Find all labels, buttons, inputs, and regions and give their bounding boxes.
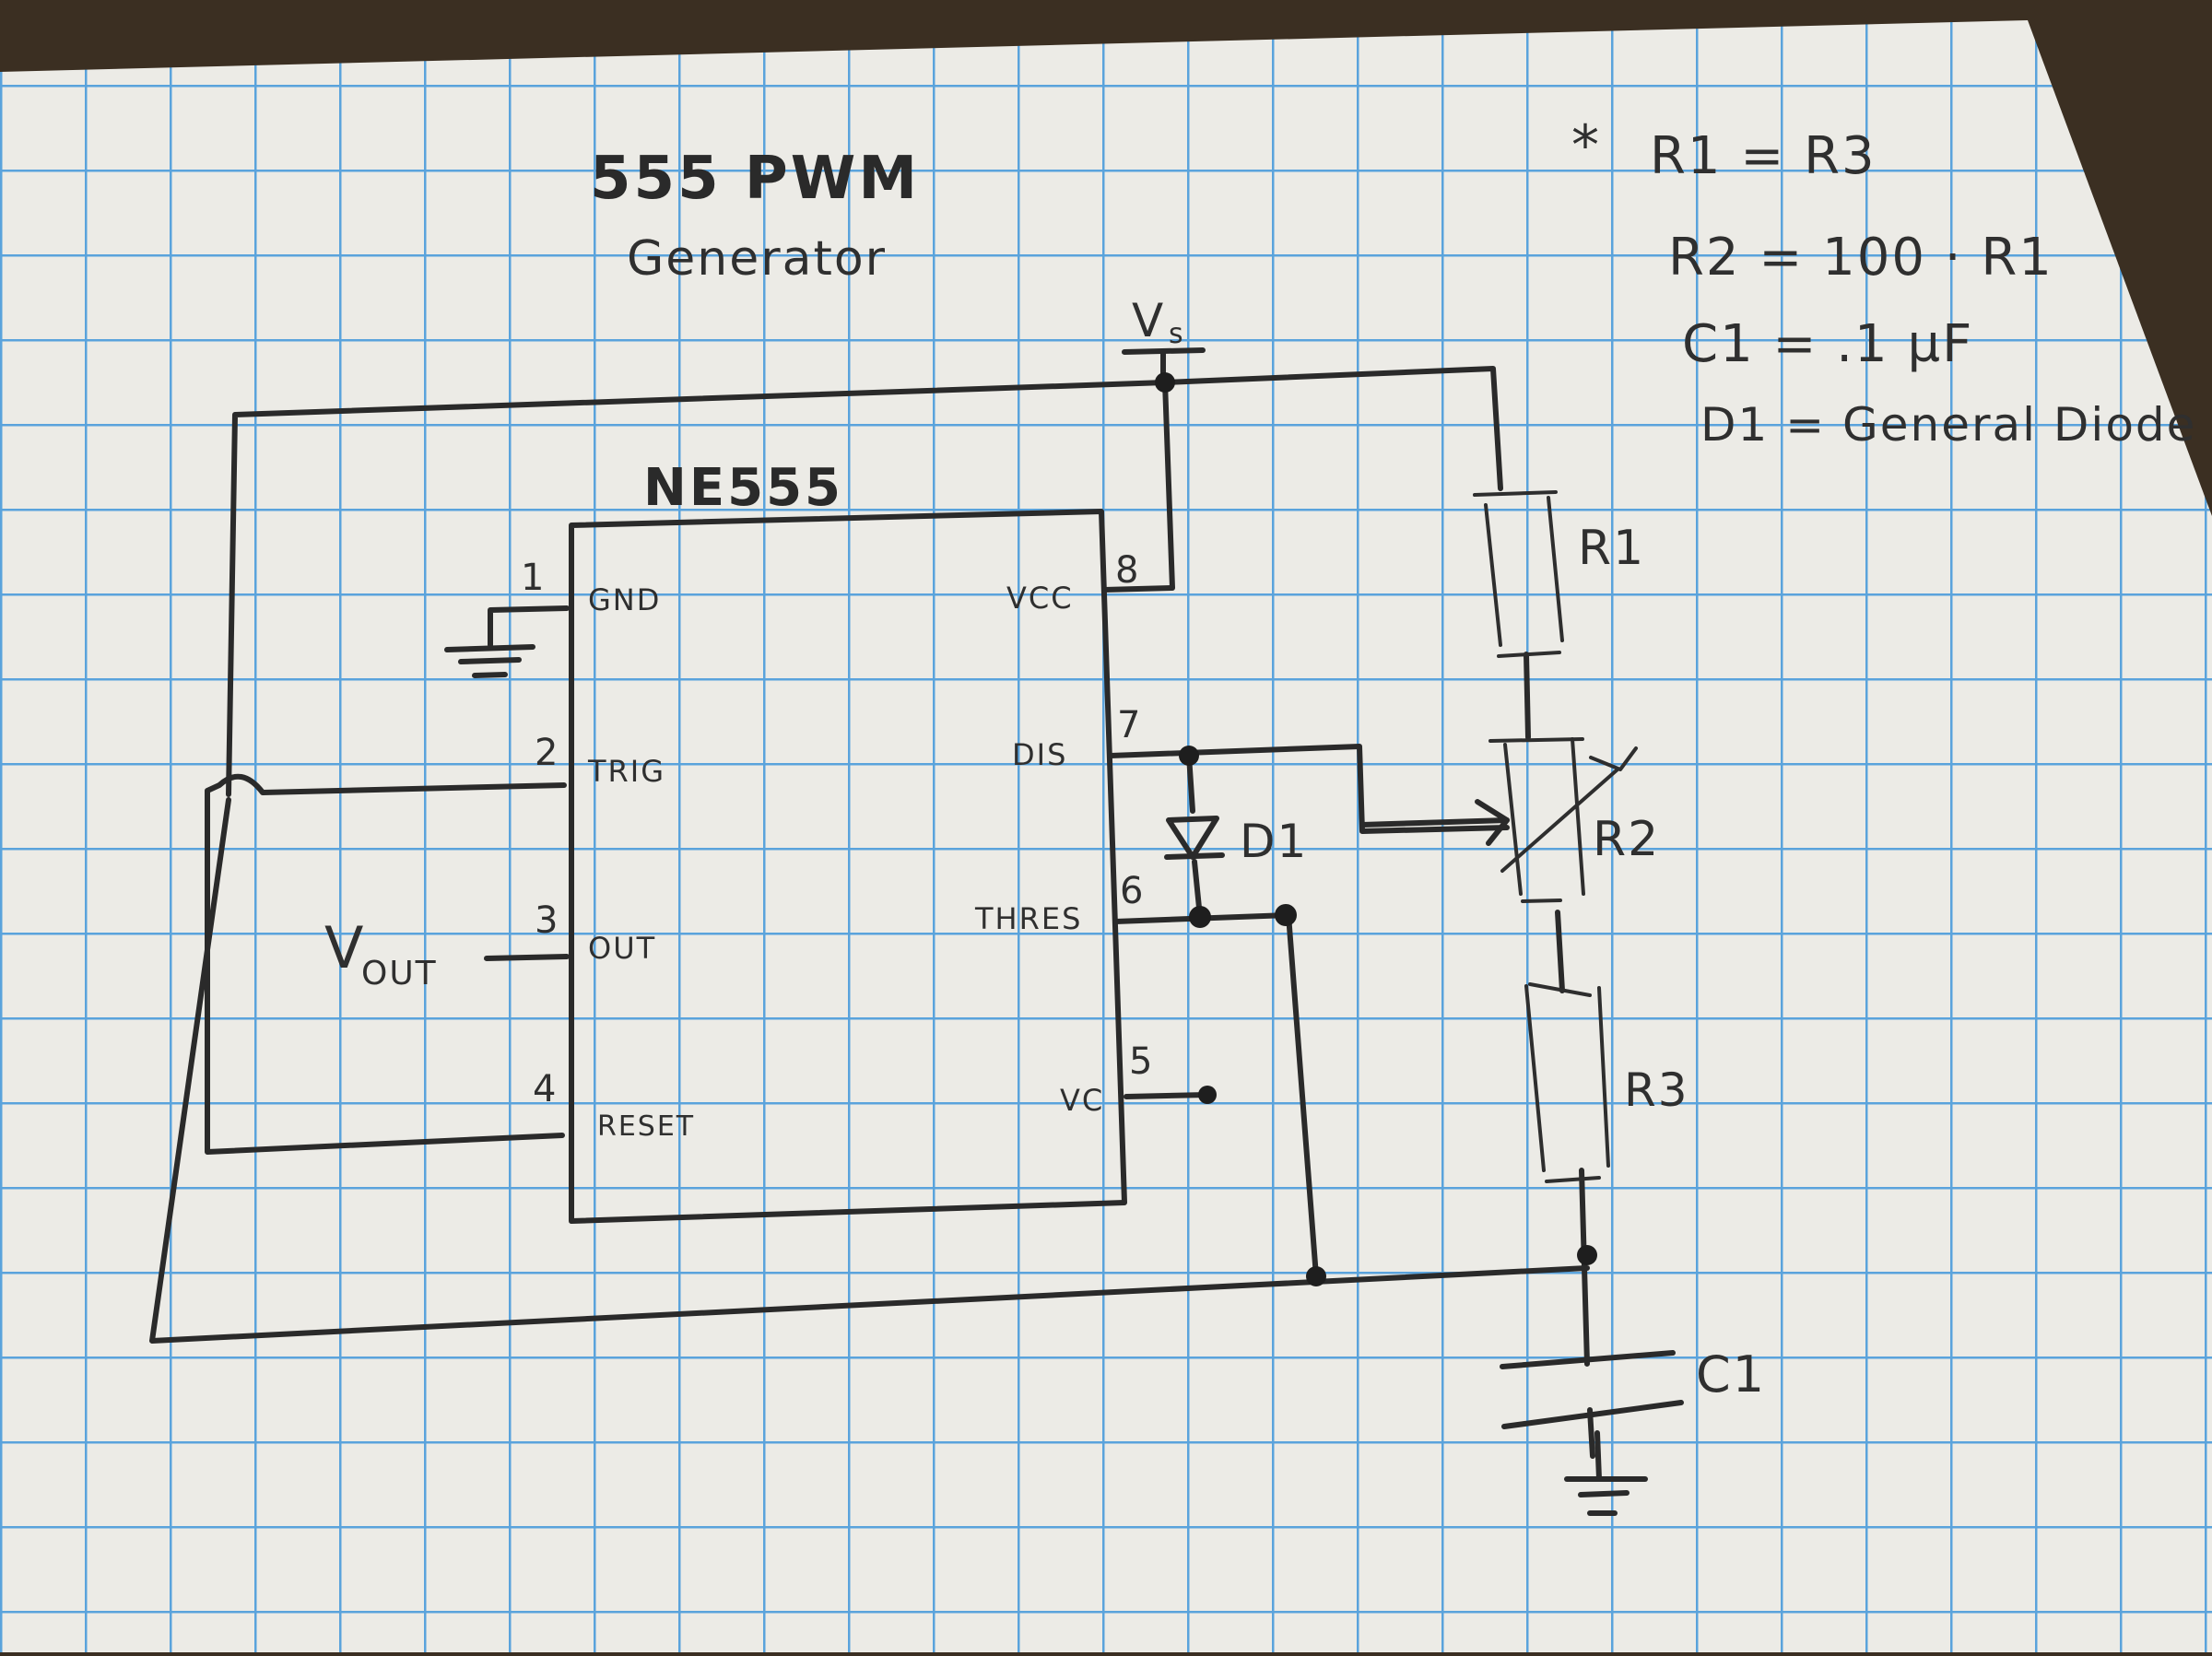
- pin-8-number: 8: [1115, 549, 1140, 592]
- potentiometer-r2: R2: [1359, 737, 1660, 903]
- pin-6-label: THRES: [974, 901, 1082, 936]
- supply-rail-vs: V s: [1122, 294, 1206, 385]
- pin-3-label: OUT: [588, 931, 656, 966]
- pin-8-label: VCC: [1006, 581, 1074, 616]
- resistor-r3: R3: [1524, 982, 1689, 1183]
- pin-3-number: 3: [535, 899, 559, 942]
- diode-d1: D1: [1164, 815, 1308, 868]
- vout-v: V: [324, 914, 365, 981]
- note-line-2: R2 = 100 · R1: [1668, 228, 2053, 288]
- pin-2-label: TRIG: [587, 754, 665, 789]
- r3-label: R3: [1624, 1063, 1689, 1117]
- paper: [0, 20, 2212, 1652]
- note-line-3: C1 = .1 µF: [1682, 314, 1973, 374]
- diagram-title: 555 PWM Generator: [590, 145, 920, 287]
- pin-5-number: 5: [1129, 1040, 1154, 1083]
- pin-7-number: 7: [1117, 704, 1142, 746]
- chip-name: NE555: [643, 458, 843, 518]
- pin-4-label: RESET: [597, 1110, 695, 1143]
- c1-label: C1: [1696, 1345, 1766, 1403]
- pin-6-number: 6: [1120, 870, 1145, 912]
- ne555-chip: NE555 1 GND 2 TRIG 3 OUT 4 RESET 8 VCC 7…: [521, 458, 1154, 1224]
- note-marker: *: [1571, 113, 1601, 178]
- vs-subscript: s: [1169, 318, 1185, 350]
- title-line-2: Generator: [627, 231, 887, 287]
- capacitor-c1: C1: [1500, 1345, 1766, 1429]
- note-line-4: D1 = General Diode: [1700, 398, 2196, 452]
- pin-4-number: 4: [533, 1068, 558, 1110]
- pin-7-label: DIS: [1012, 737, 1067, 772]
- r1-label: R1: [1578, 521, 1645, 576]
- component-notes: * R1 = R3 R2 = 100 · R1 C1 = .1 µF D1 = …: [1571, 113, 2196, 452]
- resistor-r1: R1: [1473, 490, 1645, 658]
- vout-label: V OUT: [324, 914, 438, 992]
- d1-label: D1: [1240, 815, 1308, 868]
- pin-1-label: GND: [588, 582, 661, 617]
- r2-label: R2: [1593, 812, 1660, 867]
- title-line-1: 555 PWM: [590, 145, 920, 213]
- vs-label: V: [1132, 294, 1165, 347]
- ground-symbol-pin1: [444, 644, 535, 678]
- ground-symbol-c1: [1564, 1430, 1648, 1516]
- vout-subscript: OUT: [361, 955, 438, 992]
- pin-5-label: VC: [1060, 1083, 1104, 1118]
- pin-1-number: 1: [521, 557, 546, 599]
- junction-dots: [1155, 372, 1597, 1286]
- note-line-1: R1 = R3: [1650, 126, 1877, 186]
- pin-2-number: 2: [535, 732, 559, 774]
